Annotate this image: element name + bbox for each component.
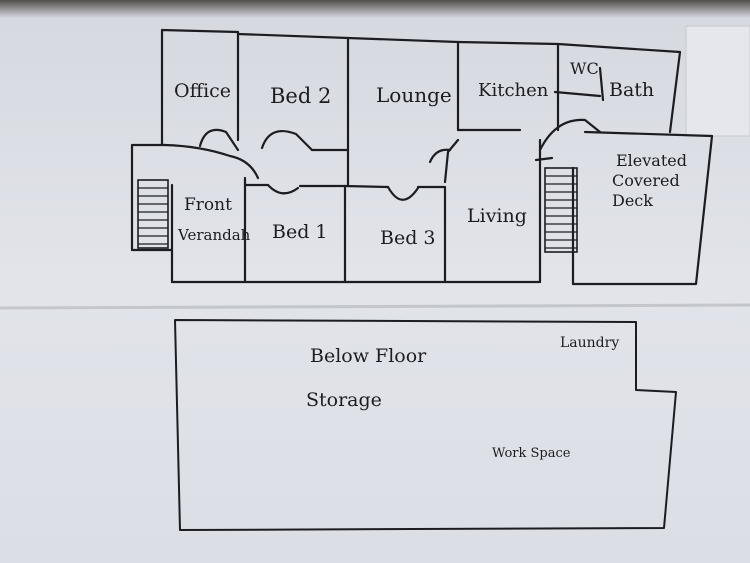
label-bed3: Bed 3 [380,227,436,249]
door-living [428,148,452,164]
door-bed3 [386,185,420,201]
label-laundry: Laundry [560,335,619,351]
label-bed1: Bed 1 [272,221,328,243]
door-verandah [163,143,260,180]
door-bed2 [260,130,314,152]
label-covered: Covered [612,171,680,190]
door-deck [534,118,602,162]
paper-fold [0,303,750,310]
label-deck: Deck [612,191,653,210]
front-verandah-walls [130,143,174,284]
paper-overlap [685,25,750,137]
stairs-deck [544,167,578,253]
label-wc: WC [570,59,599,78]
lower-floor-walls [174,319,677,531]
bed3-walls [343,184,447,284]
door-office [198,128,240,152]
living-walls [443,138,542,284]
label-kitchen: Kitchen [478,80,549,101]
wc-bath-walls [553,42,682,134]
label-work-space: Work Space [492,446,571,461]
door-bed1 [266,183,300,195]
label-elevated: Elevated [616,151,687,170]
label-storage: Storage [306,389,382,411]
upper-floor-labels: Office Bed 2 Lounge Kitchen WC Bath Fron… [174,59,687,249]
photo-shadow [0,0,750,18]
label-living: Living [467,205,527,227]
label-bed2: Bed 2 [270,84,331,108]
lower-floor-labels: Below Floor Storage Laundry Work Space [306,335,619,461]
label-office: Office [174,80,231,102]
stairs-front [137,179,169,249]
label-below-floor: Below Floor [310,345,427,367]
label-bath: Bath [609,79,654,101]
label-lounge: Lounge [376,83,452,107]
upper-floor-walls [130,28,714,286]
deck-walls [571,130,714,286]
label-verandah: Verandah [177,226,251,244]
label-front: Front [184,195,232,215]
bed2-walls [236,32,350,152]
office-walls [160,28,240,147]
